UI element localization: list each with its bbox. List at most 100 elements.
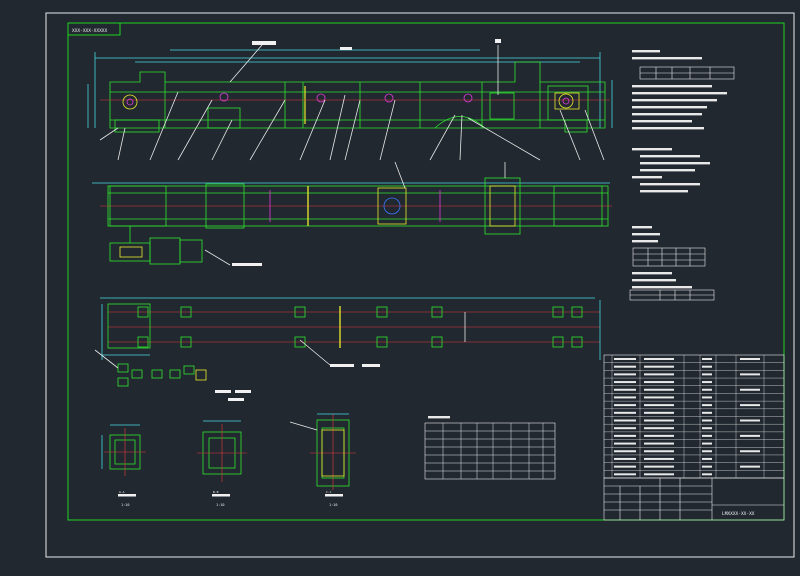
foundation-anchor-group: [137, 306, 583, 348]
parts-cell-text: [644, 450, 674, 453]
parts-cell-text: [740, 450, 760, 453]
table-frame: [424, 422, 556, 480]
section-c: C-C 1:10: [289, 413, 356, 507]
parts-cell-text: [702, 419, 712, 422]
parts-cell-text: [614, 450, 636, 453]
parts-cell-text: [614, 411, 636, 414]
spec-table-lower: [629, 289, 715, 301]
anchor-pad: [294, 336, 306, 348]
spec-table-upper: [639, 66, 735, 80]
anchor-pad: [571, 306, 583, 318]
parts-cell-text: [614, 442, 636, 445]
table-caption-bar: [428, 416, 450, 419]
anchor-pad: [552, 336, 564, 348]
parts-cell-text: [702, 450, 712, 453]
parts-cell-text: [702, 388, 712, 391]
note-line: [640, 162, 710, 165]
parts-cell-text: [614, 381, 636, 384]
section-b-scale: 1:10: [216, 503, 224, 507]
anchor-pad: [137, 306, 149, 318]
parts-cell-text: [702, 358, 712, 360]
foundation-plan: [100, 297, 601, 360]
parts-cell-text: [644, 442, 674, 445]
note-line: [632, 99, 717, 102]
parts-cell-text: [644, 373, 674, 376]
anchor-pad: [376, 306, 388, 318]
note-line: [640, 190, 688, 193]
parts-cell-text: [702, 457, 712, 460]
anchor-pad: [571, 336, 583, 348]
parts-cell-text: [702, 465, 712, 468]
parts-cell-text: [702, 396, 712, 399]
note-line: [632, 85, 712, 88]
parts-cell-text: [614, 388, 636, 391]
parts-cell-text: [614, 373, 636, 376]
parts-cell-text: [702, 373, 712, 376]
section-c-scale: 1:10: [329, 503, 337, 507]
section-b: B-B 1:10: [197, 420, 247, 507]
parts-cell-text: [614, 396, 636, 399]
spec-table-middle: [632, 247, 706, 267]
title-tab-text: XXX-XXX-XXXXX: [72, 28, 108, 34]
note-line: [640, 183, 700, 186]
anchor-pad: [376, 336, 388, 348]
parts-cell-text: [644, 465, 674, 468]
parts-cell-text: [644, 473, 674, 476]
parts-cell-text: [740, 465, 760, 468]
parts-cell-text: [644, 381, 674, 384]
section-a-scale: 1:10: [121, 503, 129, 507]
parts-cell-text: [614, 427, 636, 430]
note-line: [640, 155, 700, 158]
anchor-bolt-table: [424, 416, 556, 480]
parts-cell-text: [702, 427, 712, 430]
parts-cell-text: [614, 473, 636, 476]
note-line: [632, 240, 658, 243]
note-line: [632, 176, 662, 179]
parts-cell-text: [614, 365, 636, 368]
parts-cell-text: [740, 358, 760, 360]
elevation-view: [87, 39, 613, 161]
parts-cell-text: [614, 457, 636, 460]
parts-cell-text: [614, 404, 636, 407]
anchor-pad: [552, 306, 564, 318]
note-line: [632, 57, 702, 60]
note-line: [632, 226, 652, 229]
parts-cell-text: [644, 411, 674, 414]
parts-cell-text: [644, 457, 674, 460]
note-line: [632, 272, 672, 275]
parts-cell-text: [702, 434, 712, 437]
parts-cell-text: [702, 381, 712, 384]
note-line: [632, 148, 672, 151]
parts-cell-text: [740, 434, 760, 437]
parts-cell-text: [644, 396, 674, 399]
note-line: [632, 50, 660, 53]
parts-cell-text: [740, 404, 760, 407]
anchor-pad: [137, 336, 149, 348]
parts-cell-text: [702, 404, 712, 407]
parts-cell-text: [740, 373, 760, 376]
sheet-inner-border: [67, 22, 785, 521]
anchor-pad: [431, 306, 443, 318]
detail-plates: [94, 339, 380, 401]
note-line: [632, 233, 660, 236]
plan-view: [92, 161, 612, 266]
sheet-outer-frame: [45, 12, 795, 558]
anchor-pad: [431, 336, 443, 348]
section-c-caption: C-C: [326, 490, 332, 494]
note-line: [632, 120, 692, 123]
section-b-caption: B-B: [213, 490, 219, 494]
section-a: A-A 1:10: [101, 424, 146, 507]
technical-notes: [632, 50, 727, 289]
note-line: [632, 113, 702, 116]
title-tab: XXX-XXX-XXXXX: [67, 22, 121, 36]
note-line: [632, 286, 692, 289]
section-a-caption: A-A: [119, 490, 125, 494]
note-line: [632, 92, 727, 95]
parts-list: [603, 354, 785, 479]
parts-cell-text: [740, 419, 760, 422]
parts-cell-text: [644, 388, 674, 391]
note-line: [640, 169, 695, 172]
parts-cell-text: [702, 442, 712, 445]
